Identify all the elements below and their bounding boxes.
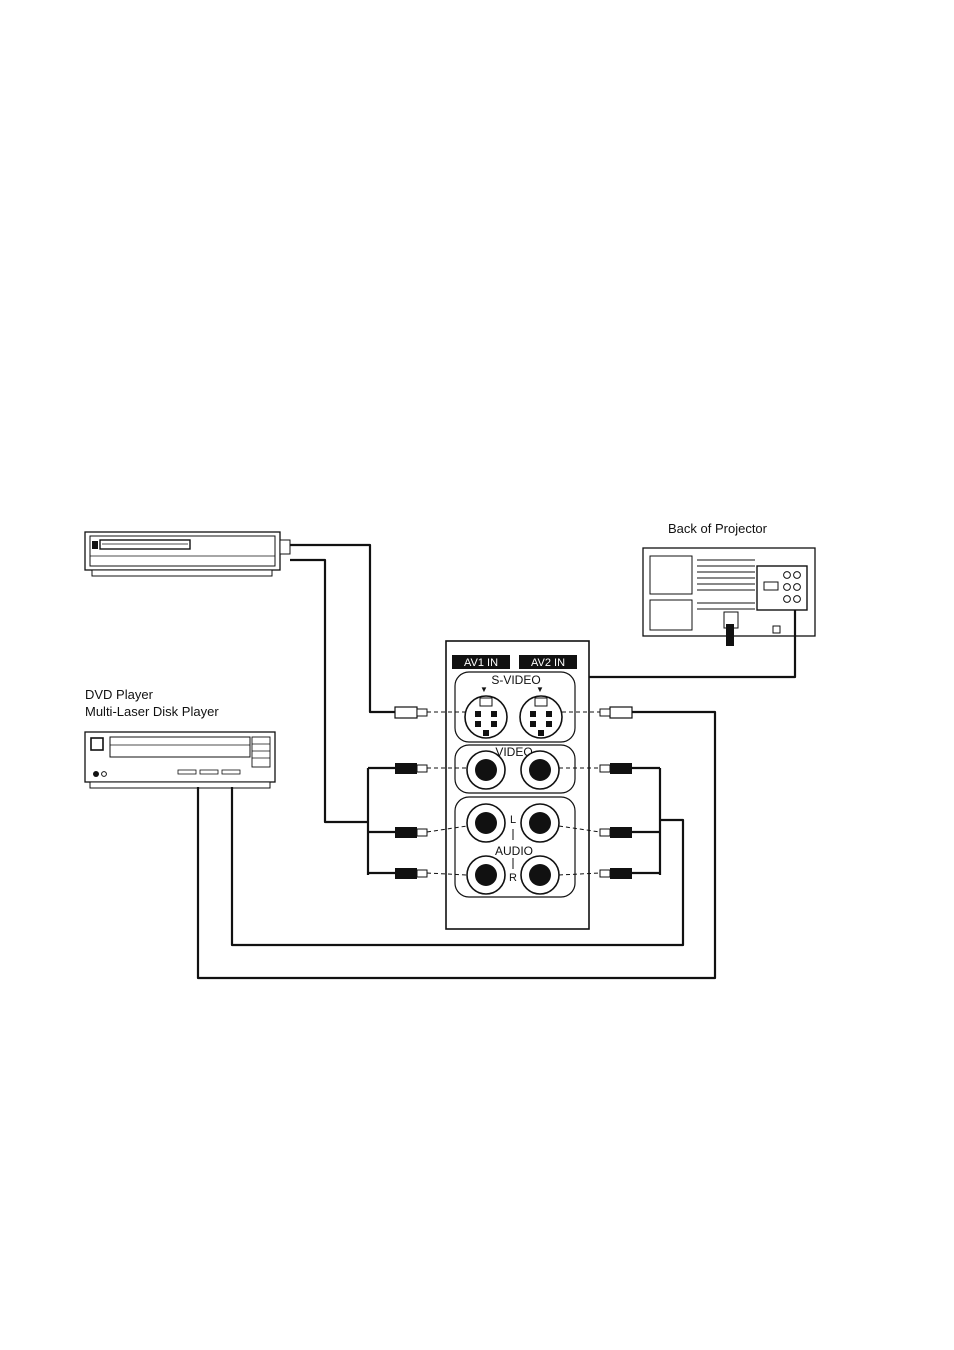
connector-panel: AV1 IN AV2 IN S-VIDEO ▼ ▼ VIDEO bbox=[446, 641, 589, 929]
dvd-player-device bbox=[85, 732, 275, 788]
audio-left-label: L bbox=[510, 814, 516, 826]
back-of-projector-label: Back of Projector bbox=[668, 521, 768, 536]
av1-in-label: AV1 IN bbox=[464, 657, 498, 669]
left-plugs bbox=[395, 707, 427, 879]
dvd-player-label: DVD Player bbox=[85, 687, 154, 702]
s-video-jack-av2 bbox=[520, 696, 562, 738]
audio-r-jack-av1 bbox=[467, 856, 505, 894]
multi-laser-label: Multi-Laser Disk Player bbox=[85, 704, 219, 719]
right-plugs bbox=[600, 707, 632, 879]
av2-arrow-icon: ▼ bbox=[536, 685, 544, 694]
video-jack-av2 bbox=[521, 751, 559, 789]
av2-in-label: AV2 IN bbox=[531, 657, 565, 669]
audio-r-jack-av2 bbox=[521, 856, 559, 894]
vcr-device bbox=[85, 532, 290, 576]
audio-label: AUDIO bbox=[495, 844, 533, 858]
audio-l-jack-av2 bbox=[521, 804, 559, 842]
audio-l-jack-av1 bbox=[467, 804, 505, 842]
s-video-label: S-VIDEO bbox=[491, 673, 540, 687]
projector-device bbox=[643, 548, 815, 646]
audio-right-label: R bbox=[509, 872, 517, 884]
s-video-jack-av1 bbox=[465, 696, 507, 738]
av1-arrow-icon: ▼ bbox=[480, 685, 488, 694]
video-jack-av1 bbox=[467, 751, 505, 789]
